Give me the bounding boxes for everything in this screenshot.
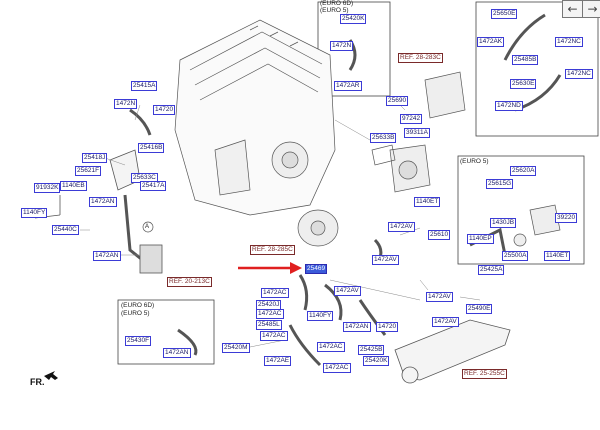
front-direction-label: FR.	[30, 377, 45, 387]
part-label[interactable]: 1472AC	[260, 331, 288, 341]
part-label[interactable]: 25621F	[75, 166, 102, 176]
part-label[interactable]: 25417A	[140, 181, 167, 191]
part-label[interactable]: 25485B	[512, 55, 539, 65]
part-label[interactable]: 25420K	[363, 356, 390, 366]
part-label[interactable]: 25418J	[82, 153, 108, 163]
engine-block-icon	[174, 19, 336, 216]
part-label[interactable]: 25440C	[52, 225, 79, 235]
note-euro5-top: (EURO 5)	[320, 7, 349, 14]
note-euro5-bottom: (EURO 5)	[121, 310, 150, 317]
part-label[interactable]: 25615G	[486, 179, 514, 189]
part-label[interactable]: 97242	[400, 114, 423, 124]
part-label[interactable]: 25620A	[510, 166, 537, 176]
bypass-pipe-icon	[394, 319, 511, 384]
part-label[interactable]: 1472AV	[388, 222, 415, 232]
part-label[interactable]: 91932K	[34, 183, 61, 193]
part-label[interactable]: 1472N	[330, 41, 354, 51]
part-label[interactable]: 1472AC	[256, 309, 284, 319]
part-label[interactable]: 14720	[153, 105, 176, 115]
inset-top-right	[475, 1, 599, 137]
part-label[interactable]: 25425A	[478, 265, 505, 275]
part-label[interactable]: 1140ET	[544, 251, 571, 261]
part-label[interactable]: 1472AV	[372, 255, 399, 265]
part-label[interactable]: 1472AN	[343, 322, 371, 332]
part-label[interactable]: 1472AN	[163, 348, 191, 358]
highlighted-part-label[interactable]: 25469	[305, 264, 328, 274]
part-label[interactable]: 1140ET	[414, 197, 441, 207]
part-label[interactable]: 1140FY	[21, 208, 48, 218]
ref-28-285c[interactable]: REF. 28-285C	[250, 245, 295, 255]
part-label[interactable]: 1472AC	[261, 288, 289, 298]
part-label[interactable]: 25490E	[466, 304, 493, 314]
prev-button[interactable]: ←	[562, 0, 583, 18]
part-label[interactable]: 25610	[428, 230, 451, 240]
part-label[interactable]: 1472AK	[477, 37, 505, 47]
part-label[interactable]: 25690	[386, 96, 409, 106]
note-euro5-right: (EURO 5)	[460, 158, 489, 165]
part-label[interactable]: 39220	[555, 213, 578, 223]
part-label[interactable]: 25500A	[502, 251, 529, 261]
ref-20-213c[interactable]: REF. 20-213C	[167, 277, 212, 287]
hose-bottom-icon	[177, 238, 387, 367]
part-label[interactable]: 25430F	[125, 336, 152, 346]
part-label[interactable]: 1472AN	[89, 197, 117, 207]
highlight-arrow-icon	[238, 262, 302, 274]
ref-25-255c[interactable]: REF. 25-255C	[462, 369, 507, 379]
part-label[interactable]: 25630E	[510, 79, 537, 89]
note-euro6d-bottom: (EURO 6D)	[121, 302, 155, 309]
euro5-parts-icon	[469, 204, 561, 256]
front-direction-icon	[44, 371, 58, 380]
part-label[interactable]: 39311A	[404, 128, 430, 138]
part-label[interactable]: 25650E	[491, 9, 518, 19]
part-label[interactable]: 1472AV	[334, 286, 361, 296]
part-label[interactable]: 1472AR	[334, 81, 362, 91]
part-label[interactable]: 25416B	[138, 143, 165, 153]
part-label[interactable]: 25425B	[358, 345, 385, 355]
part-label[interactable]: 25485L	[256, 320, 282, 330]
part-label[interactable]: 1472AV	[432, 317, 459, 327]
part-label[interactable]: 1140EP	[467, 234, 494, 244]
part-label[interactable]: 1472ND	[495, 101, 523, 111]
ref-28-283c[interactable]: REF. 28-283C	[398, 53, 443, 63]
part-label[interactable]: 1472AE	[264, 356, 292, 366]
inset-euro6d-bottom	[117, 299, 215, 365]
part-label[interactable]: 1472NC	[565, 69, 593, 79]
water-pump-icon	[297, 209, 339, 247]
next-button[interactable]: →	[582, 0, 600, 18]
part-label[interactable]: 1472AC	[317, 342, 345, 352]
part-label[interactable]: 1472N	[114, 99, 138, 109]
egr-cooler-icon	[371, 71, 466, 193]
part-label[interactable]: 1430JB	[490, 218, 517, 228]
inset-euro5-right	[457, 155, 585, 265]
callout-a-label: A	[145, 224, 150, 230]
part-label[interactable]: 1472AC	[323, 363, 351, 373]
part-label[interactable]: 25420K	[340, 14, 367, 24]
part-label[interactable]: 1472NC	[555, 37, 583, 47]
part-label[interactable]: 1140EB	[60, 181, 87, 191]
part-label[interactable]: 14720	[376, 322, 399, 332]
part-label[interactable]: 1140FY	[307, 311, 334, 321]
part-label[interactable]: 25633B	[370, 133, 397, 143]
part-label[interactable]: 25415A	[131, 81, 158, 91]
part-label[interactable]: 1472AN	[93, 251, 121, 261]
part-label[interactable]: 1472AV	[426, 292, 453, 302]
note-euro6d-top: (EURO 6D)	[320, 0, 354, 7]
callout-a-icon	[142, 221, 154, 233]
part-label[interactable]: 25420M	[222, 343, 250, 353]
